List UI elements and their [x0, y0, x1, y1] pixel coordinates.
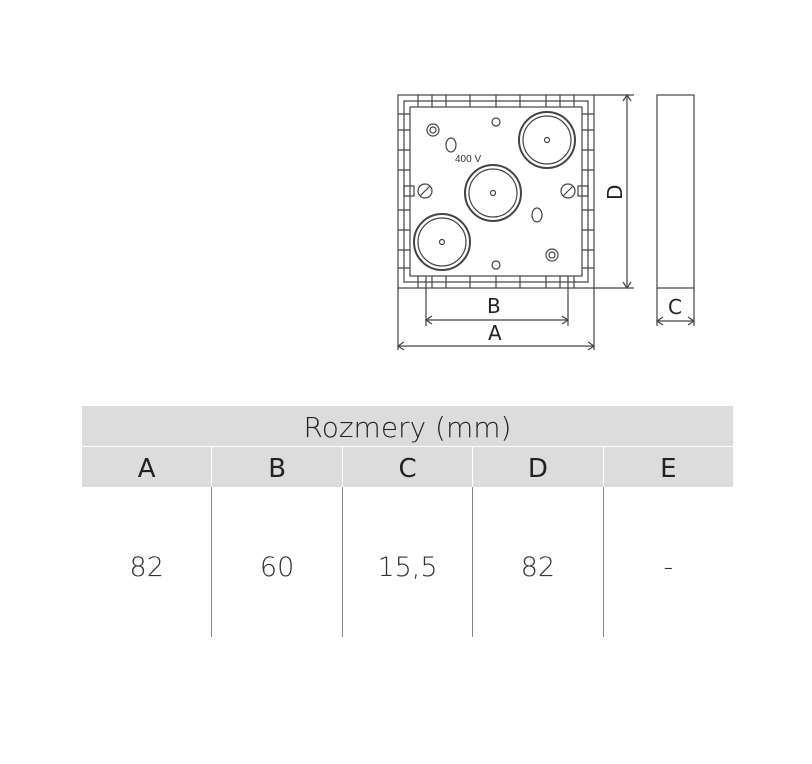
table-row: 82 60 15,5 82 - — [82, 487, 733, 637]
dim-label-b: B — [487, 294, 501, 318]
value-a: 82 — [129, 552, 164, 583]
header-d: D — [472, 447, 602, 487]
value-e: - — [602, 487, 733, 637]
side-view-outline — [656, 94, 695, 289]
header-c: C — [341, 447, 472, 487]
header-a: A — [137, 454, 156, 484]
dimensions-table: Rozmery (mm) A B C D E 82 60 15,5 82 - — [82, 406, 733, 637]
table-title: Rozmery (mm) — [82, 406, 733, 446]
dim-label-c: C — [668, 295, 682, 319]
voltage-label: 400 V — [455, 154, 481, 165]
value-d: 82 — [472, 487, 602, 637]
table-header-row: A B C D E — [82, 446, 733, 487]
header-e: E — [602, 447, 733, 487]
value-b: 60 — [211, 487, 341, 637]
junction-box-drawing: 400 V B A C D — [396, 93, 696, 351]
value-c: 15,5 — [341, 487, 472, 637]
dim-label-d: D — [603, 185, 627, 200]
header-b: B — [211, 447, 341, 487]
dim-label-a: A — [488, 321, 502, 345]
